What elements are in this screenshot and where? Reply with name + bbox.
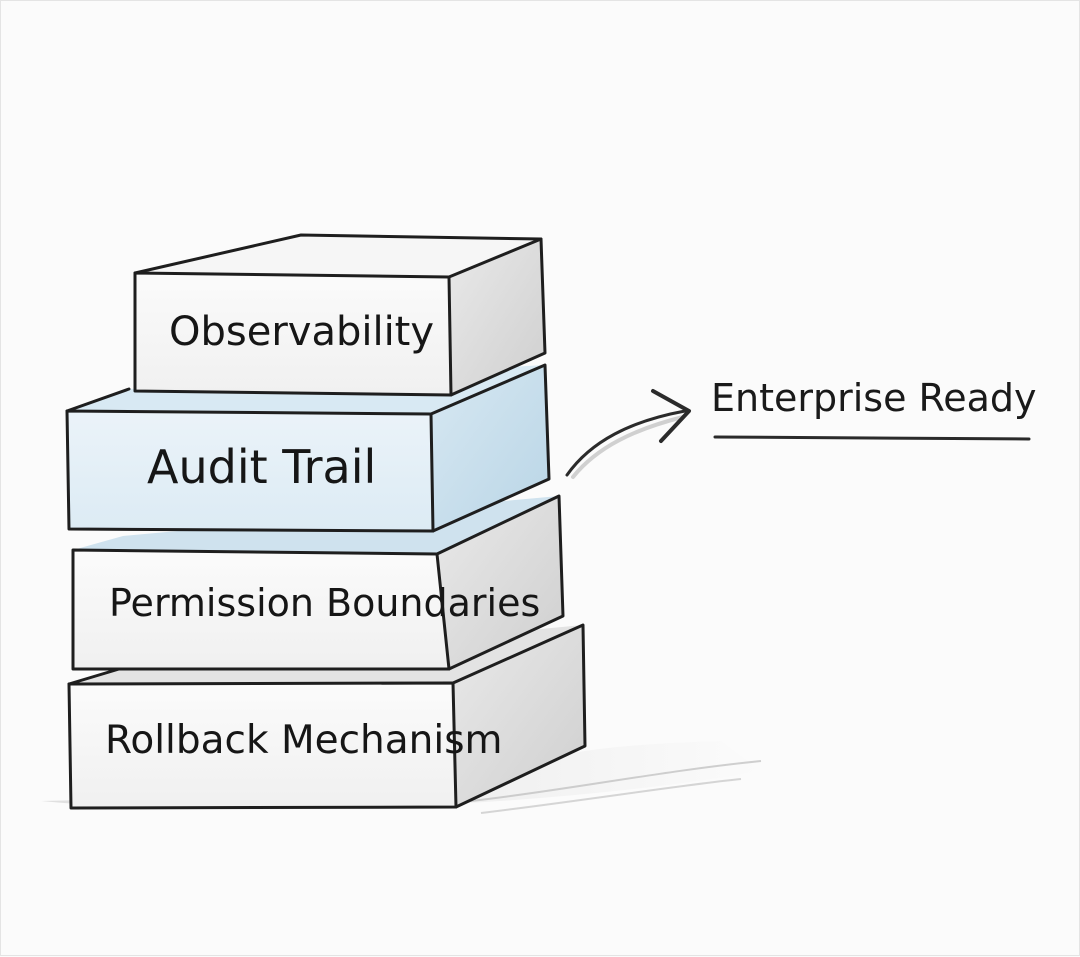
block-label-permission-boundaries: Permission Boundaries: [109, 581, 540, 625]
block-observability: Observability: [133, 233, 547, 397]
callout-enterprise-ready: Enterprise Ready: [711, 376, 1037, 441]
callout-underline: [713, 435, 1031, 441]
block-label-audit-trail: Audit Trail: [147, 440, 376, 494]
ground-shadow: [41, 741, 762, 814]
callout-arrow: [565, 389, 691, 479]
callout-label: Enterprise Ready: [711, 376, 1037, 420]
block-label-observability: Observability: [169, 309, 434, 355]
block-label-rollback-mechanism: Rollback Mechanism: [105, 718, 503, 763]
